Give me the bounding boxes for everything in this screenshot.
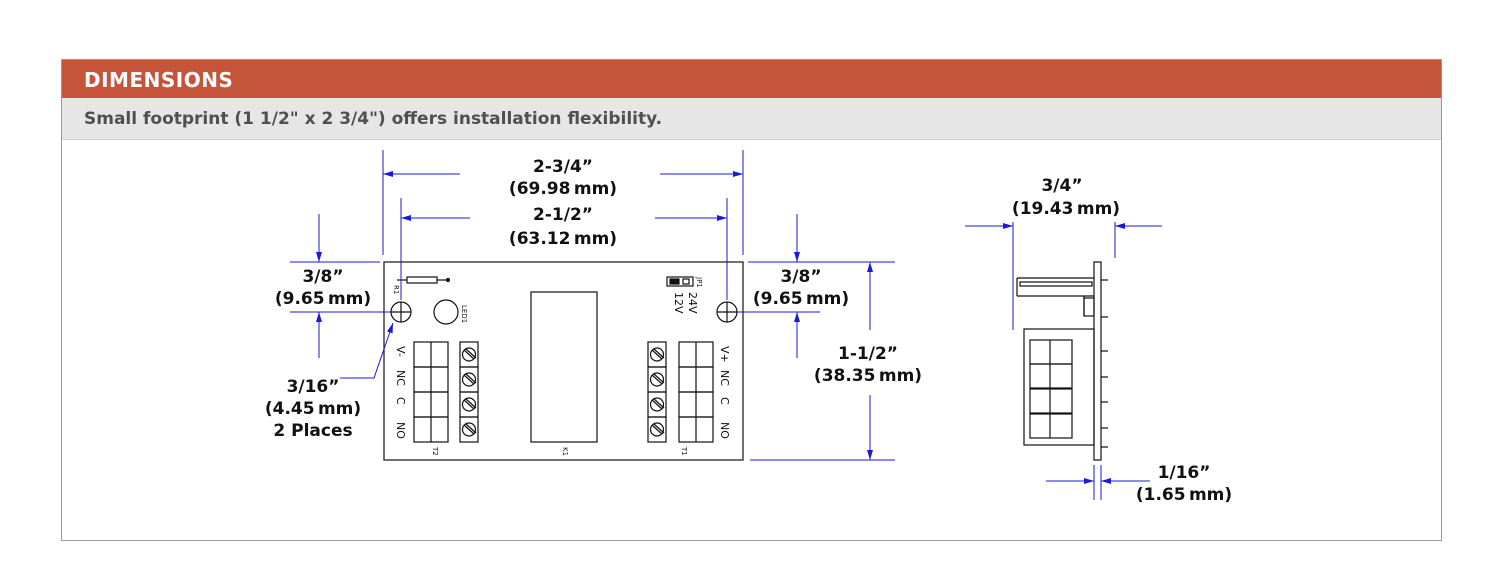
label-12v: 12V bbox=[672, 292, 685, 314]
dim-height-mm: (38.35 mm) bbox=[814, 366, 922, 386]
relay-board-side-view bbox=[1016, 261, 1108, 461]
terminal-right-4 bbox=[647, 416, 714, 443]
dim-hole-spacing-mm: (63.12 mm) bbox=[509, 229, 617, 249]
section-subheader: Small footprint (1 1/2" x 2 3/4") offers… bbox=[62, 98, 1441, 140]
label-left-v-minus: V- bbox=[394, 346, 407, 357]
dim-hole-spacing-inch: 2-1/2” bbox=[533, 205, 593, 225]
mounting-hole-right bbox=[716, 301, 738, 323]
dim-right-offset-inch: 3/8” bbox=[780, 267, 821, 287]
label-24v: 24V bbox=[686, 292, 699, 314]
dimension-text-side: 3/4” (19.43 mm) 1/16” (1.65 mm) bbox=[1012, 176, 1232, 505]
label-t1: T1 bbox=[680, 446, 688, 456]
relay-k1-body bbox=[530, 291, 598, 443]
dim-thickness-mm: (1.65 mm) bbox=[1136, 485, 1232, 505]
label-right-v-plus: V+ bbox=[718, 346, 731, 363]
dimension-text-front: 2-3/4” (69.98 mm) 2-1/2” (63.12 mm) 3/8”… bbox=[265, 157, 922, 441]
dim-overall-width-inch: 2-3/4” bbox=[533, 157, 593, 177]
side-pcb bbox=[1093, 261, 1102, 461]
side-terminal-1 bbox=[1029, 339, 1073, 365]
side-terminal-base bbox=[1023, 328, 1095, 446]
label-jp1: JP1 bbox=[695, 276, 703, 288]
dim-left-offset-inch: 3/8” bbox=[302, 267, 343, 287]
side-terminal-2 bbox=[1029, 363, 1073, 389]
label-r1: R1 bbox=[392, 285, 400, 294]
dim-hole-dia-note: 2 Places bbox=[273, 421, 352, 441]
resistor-r1 bbox=[397, 276, 451, 284]
terminal-left-3 bbox=[413, 391, 479, 418]
jumper-jp1 bbox=[666, 276, 694, 287]
terminal-right-3 bbox=[647, 391, 714, 418]
label-led1: LED1 bbox=[460, 305, 468, 323]
dim-depth-mm: (19.43 mm) bbox=[1012, 199, 1120, 219]
label-k1: K1 bbox=[561, 447, 569, 456]
terminal-left-4 bbox=[413, 416, 479, 443]
dim-hole-dia-inch: 3/16” bbox=[287, 377, 340, 397]
dimensions-panel: DIMENSIONS Small footprint (1 1/2" x 2 3… bbox=[61, 59, 1442, 541]
label-t2: T2 bbox=[431, 446, 439, 456]
terminal-blocks-side bbox=[1029, 339, 1073, 439]
side-terminal-3 bbox=[1029, 388, 1073, 414]
dim-height-inch: 1-1/2” bbox=[838, 344, 898, 364]
dim-overall-width-mm: (69.98 mm) bbox=[509, 179, 617, 199]
terminal-right-2 bbox=[647, 366, 714, 393]
dim-hole-dia-mm: (4.45 mm) bbox=[265, 399, 361, 419]
terminal-blocks-front bbox=[413, 341, 714, 443]
label-right-no: NO bbox=[718, 422, 731, 439]
dim-thickness-inch: 1/16” bbox=[1158, 463, 1211, 483]
dim-right-offset-mm: (9.65 mm) bbox=[753, 289, 849, 309]
subheader-text: Small footprint (1 1/2" x 2 3/4") offers… bbox=[84, 109, 663, 129]
dim-depth-inch: 3/4” bbox=[1041, 176, 1082, 196]
dimension-lines-side bbox=[965, 222, 1162, 500]
board-outline bbox=[383, 261, 744, 461]
section-title: DIMENSIONS bbox=[84, 68, 234, 92]
label-right-c: C bbox=[718, 397, 731, 405]
led-circle bbox=[433, 299, 459, 325]
terminal-right-1 bbox=[647, 341, 714, 368]
relay-board-front-view bbox=[383, 261, 744, 461]
dim-left-offset-mm: (9.65 mm) bbox=[275, 289, 371, 309]
dimension-lines-front bbox=[290, 150, 895, 461]
label-right-nc: NC bbox=[718, 370, 731, 386]
label-left-nc: NC bbox=[394, 370, 407, 386]
terminal-left-2 bbox=[413, 366, 479, 393]
label-left-no: NO bbox=[394, 422, 407, 439]
mounting-hole-left bbox=[390, 301, 412, 323]
side-terminal-4 bbox=[1029, 413, 1073, 439]
section-header: DIMENSIONS bbox=[62, 60, 1441, 98]
label-left-c: C bbox=[394, 397, 407, 405]
terminal-left-1 bbox=[413, 341, 479, 368]
board-labels: R1 LED1 JP1 12V 24V V- NC C NO V+ NC C N… bbox=[392, 276, 731, 456]
